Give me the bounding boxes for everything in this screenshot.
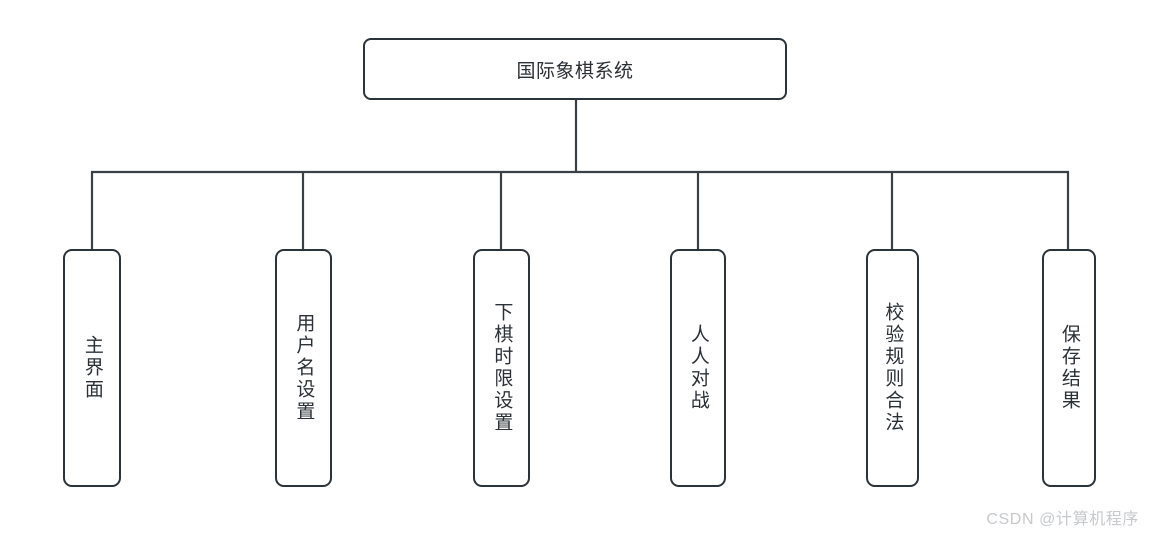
node-label: 校验规则合法 (882, 302, 904, 434)
node-root[interactable]: 国际象棋系统 (363, 38, 787, 100)
node-label: 下棋时限设置 (491, 302, 513, 434)
node-player-vs-player[interactable]: 人人对战 (670, 249, 726, 487)
node-save-result[interactable]: 保存结果 (1042, 249, 1096, 487)
node-label: 人人对战 (687, 324, 709, 412)
node-main-interface[interactable]: 主界面 (63, 249, 121, 487)
node-label: 用户名设置 (293, 313, 315, 423)
node-time-limit-setting[interactable]: 下棋时限设置 (473, 249, 530, 487)
node-root-label: 国际象棋系统 (516, 60, 634, 82)
node-rule-validation[interactable]: 校验规则合法 (866, 249, 919, 487)
node-label: 保存结果 (1058, 324, 1080, 412)
watermark-text: CSDN @计算机程序 (986, 511, 1139, 528)
node-label: 主界面 (81, 335, 103, 401)
node-username-setting[interactable]: 用户名设置 (275, 249, 332, 487)
